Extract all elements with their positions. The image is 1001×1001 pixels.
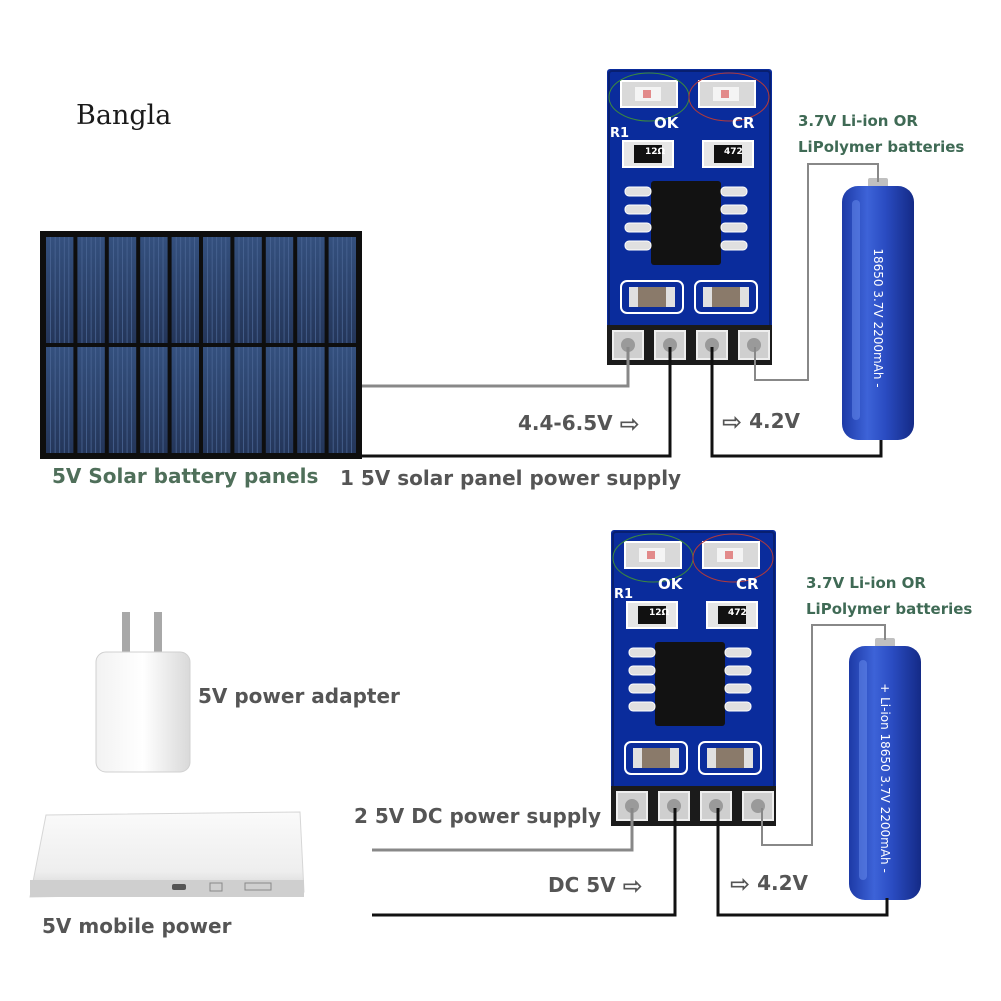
input-voltage-text: DC 5V bbox=[548, 873, 616, 897]
resistor-left-code: 12Ω bbox=[645, 147, 666, 157]
resistor-right-code: 472 bbox=[724, 147, 743, 157]
mobile-power-label: 5V mobile power bbox=[42, 914, 232, 938]
led-ok-label: OK bbox=[658, 575, 683, 593]
battery-type-line2: LiPolymer batteries bbox=[798, 138, 965, 156]
r1-label: R1 bbox=[610, 126, 630, 141]
arrow-right-icon: ⇨ bbox=[619, 410, 640, 438]
battery-type-line1: 3.7V Li-ion OR bbox=[798, 112, 918, 130]
section2-title: 2 5V DC power supply bbox=[354, 804, 602, 828]
arrow-right-icon: ⇨ bbox=[622, 872, 643, 900]
output-voltage-text: 4.2V bbox=[749, 409, 800, 433]
wire-battery-positive-2 bbox=[761, 624, 886, 846]
led-cr-label: CR bbox=[736, 575, 759, 593]
arrow-right-icon: ⇨ bbox=[730, 870, 751, 898]
section2-output-voltage: ⇨ 4.2V bbox=[730, 870, 808, 898]
solar-panel bbox=[40, 231, 362, 459]
resistor-right-code: 472 bbox=[728, 608, 747, 618]
wire-dc-positive bbox=[372, 808, 634, 852]
resistor-left-code: 12Ω bbox=[649, 608, 670, 618]
battery-type-line2: LiPolymer batteries bbox=[806, 600, 973, 618]
battery-type-label-1: 3.7V Li-ion OR LiPolymer batteries bbox=[798, 108, 964, 160]
wire-battery-negative-2 bbox=[716, 808, 889, 917]
wire-solar-negative bbox=[362, 347, 672, 458]
section1-output-voltage: ⇨ 4.2V bbox=[722, 408, 800, 436]
r1-label: R1 bbox=[614, 587, 634, 602]
adapter-label: 5V power adapter bbox=[198, 684, 400, 708]
output-voltage-text: 4.2V bbox=[757, 871, 808, 895]
wire-battery-negative-1 bbox=[710, 347, 883, 458]
power-adapter bbox=[95, 612, 191, 773]
led-cr-label: CR bbox=[732, 114, 755, 132]
wire-solar-positive bbox=[362, 347, 630, 388]
arrow-right-icon: ⇨ bbox=[722, 408, 743, 436]
battery-print-1: 18650 3.7V 2200mAh - bbox=[871, 248, 885, 388]
mobile-power-bank bbox=[29, 811, 305, 898]
input-voltage-text: 4.4-6.5V bbox=[518, 411, 613, 435]
battery-type-label-2: 3.7V Li-ion OR LiPolymer batteries bbox=[806, 570, 972, 622]
led-ok-label: OK bbox=[654, 114, 679, 132]
section2-input-voltage: DC 5V ⇨ bbox=[548, 872, 643, 900]
battery-print-2: + Li-ion 18650 3.7V 2200mAh - bbox=[878, 683, 892, 873]
wire-dc-negative bbox=[372, 808, 677, 917]
section1-input-voltage: 4.4-6.5V ⇨ bbox=[518, 410, 640, 438]
battery-type-line1: 3.7V Li-ion OR bbox=[806, 574, 926, 592]
wire-battery-positive-1 bbox=[754, 163, 879, 381]
brand-text: Bangla bbox=[76, 100, 172, 131]
section1-title: 1 5V solar panel power supply bbox=[340, 466, 682, 490]
solar-panel-label: 5V Solar battery panels bbox=[52, 464, 319, 488]
